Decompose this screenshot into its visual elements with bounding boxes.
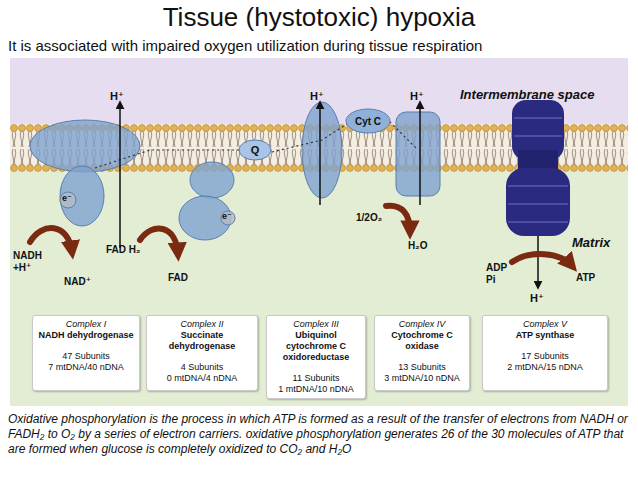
atp-synthase-head	[506, 168, 570, 236]
complex-info-box: Complex IIIUbiquinol cytochrome C oxidor…	[266, 315, 366, 399]
complex-number: Complex I	[37, 319, 135, 330]
proton-label: H⁺	[110, 90, 140, 103]
subunit-count: 11 Subunits	[271, 373, 361, 384]
substrate-label: FAD H₂	[106, 244, 156, 256]
genome-origin: 7 mtDNA/40 nDNA	[37, 362, 135, 373]
complex-info-box: Complex IVCytochrome C oxidase 13 Subunit…	[374, 315, 470, 391]
genome-origin: 3 mtDNA/10 nDNA	[379, 373, 465, 384]
genome-origin: 2 mtDNA/15 nDNA	[487, 362, 603, 373]
cytochrome-carrier: Cyt C	[345, 108, 391, 134]
genome-origin: 1 mtDNA/10 nDNA	[271, 384, 361, 395]
complex-name: Ubiquinol cytochrome C oxidoreductase	[271, 330, 361, 363]
complex-one-shape	[30, 120, 140, 226]
reaction-arrow	[512, 254, 572, 266]
atp-synthase-stripes	[508, 118, 568, 222]
carrier-ellipse	[346, 109, 390, 133]
region-label: Intermembrane space	[460, 88, 625, 103]
carrier-name: Q	[251, 144, 260, 156]
proton-arrow	[537, 236, 539, 288]
genome-origin: 0 mtDNA/4 nDNA	[151, 373, 253, 384]
complex-number: Complex V	[487, 319, 603, 330]
reaction-arrows	[30, 206, 572, 266]
subunit-count: 4 Subunits	[151, 362, 253, 373]
complex-name: NADH dehydrogenase	[37, 330, 135, 341]
subunit-count: 47 Subunits	[37, 351, 135, 362]
complex-one-membrane-arm	[30, 120, 140, 172]
proton-arrow	[419, 102, 421, 205]
complex-one-matrix-arm	[60, 166, 104, 226]
proton-arrow	[319, 102, 321, 205]
product-label: NAD⁺	[64, 276, 104, 288]
reaction-arrow	[386, 206, 410, 232]
reaction-arrow	[140, 228, 178, 254]
complex-info-box: Complex VATP synthase 17 Subunits2 mtDNA/…	[482, 315, 608, 391]
complex-four-shape	[396, 112, 440, 196]
caption-text: Oxidative phosphorylation is the process…	[8, 412, 634, 457]
complex-number: Complex IV	[379, 319, 465, 330]
electron-label: e⁻	[62, 193, 78, 203]
proton-label: H⁺	[410, 90, 440, 103]
complex-three-shape	[302, 102, 342, 198]
subunit-count: 17 Subunits	[487, 351, 603, 362]
electron-label: e⁻	[222, 211, 238, 221]
product-label: H₂O	[408, 240, 448, 252]
complex-two-shape	[179, 162, 235, 240]
proton-label: H⁺	[310, 90, 340, 103]
subtitle-text: It is associated with impaired oxygen ut…	[8, 37, 628, 54]
complex-number: Complex III	[271, 319, 361, 330]
atp-synthase-stalk	[518, 150, 558, 170]
proton-arrow	[119, 102, 121, 248]
proton-label: H⁺	[530, 292, 560, 305]
product-label: ATP	[576, 272, 616, 284]
product-label: FAD	[168, 272, 208, 284]
subunit-count: 13 Subunits	[379, 362, 465, 373]
complex-five-shape	[506, 100, 570, 236]
complex-name: Succinate dehydrogenase	[151, 330, 253, 352]
substrate-label: ADP Pi	[486, 262, 510, 285]
complex-info-box: Complex INADH dehydrogenase 47 Subunits7 …	[32, 315, 140, 391]
carrier-ellipse	[239, 140, 271, 160]
complex-info-box: Complex IISuccinate dehydrogenase 4 Subun…	[146, 315, 258, 391]
page-title: Tissue (hystotoxic) hypoxia	[0, 2, 638, 33]
carrier-name: Cyt C	[355, 116, 381, 127]
quinone-carrier: Q	[238, 139, 272, 161]
reaction-arrow	[30, 228, 72, 252]
complex-number: Complex II	[151, 319, 253, 330]
complex-name: Cytochrome C oxidase	[379, 330, 465, 352]
proton-arrows	[120, 102, 538, 288]
region-label: Matrix	[572, 236, 628, 251]
complex-name: ATP synthase	[487, 330, 603, 341]
complex-two-anchor	[190, 162, 234, 198]
substrate-label: NADH +H⁺	[13, 250, 47, 273]
substrate-label: 1/2O₂	[356, 212, 396, 224]
